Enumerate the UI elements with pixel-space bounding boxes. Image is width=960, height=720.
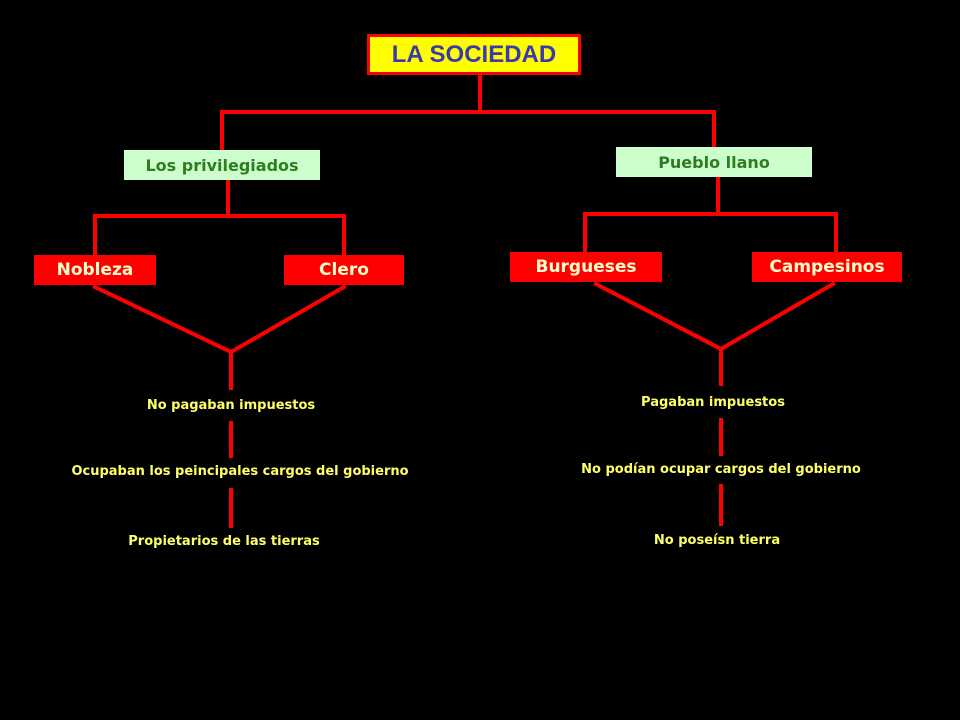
right-trait-1: Pagaban impuestos [641, 395, 785, 410]
root-node: LA SOCIEDAD [367, 34, 581, 75]
right-funnel-a [593, 281, 724, 352]
left-trait-2: Ocupaban los peincipales cargos del gobi… [71, 464, 409, 479]
group-pueblo-llano: Pueblo llano [616, 147, 812, 177]
subgroup-clero: Clero [284, 255, 404, 285]
group-privilegiados: Los privilegiados [124, 150, 320, 180]
subgroup-burgueses: Burgueses [510, 252, 662, 282]
right-funnel-b [718, 281, 836, 352]
subgroup-campesinos: Campesinos [752, 252, 902, 282]
subgroup-nobleza: Nobleza [34, 255, 156, 285]
left-trait-1: No pagaban impuestos [146, 398, 316, 413]
left-trait-3: Propietarios de las tierras [128, 534, 320, 549]
left-funnel-b [228, 284, 347, 355]
right-trait-2: No podían ocupar cargos del gobierno [581, 462, 861, 477]
left-funnel-a [92, 284, 234, 355]
right-trait-3: No poseísn tierra [653, 533, 781, 548]
